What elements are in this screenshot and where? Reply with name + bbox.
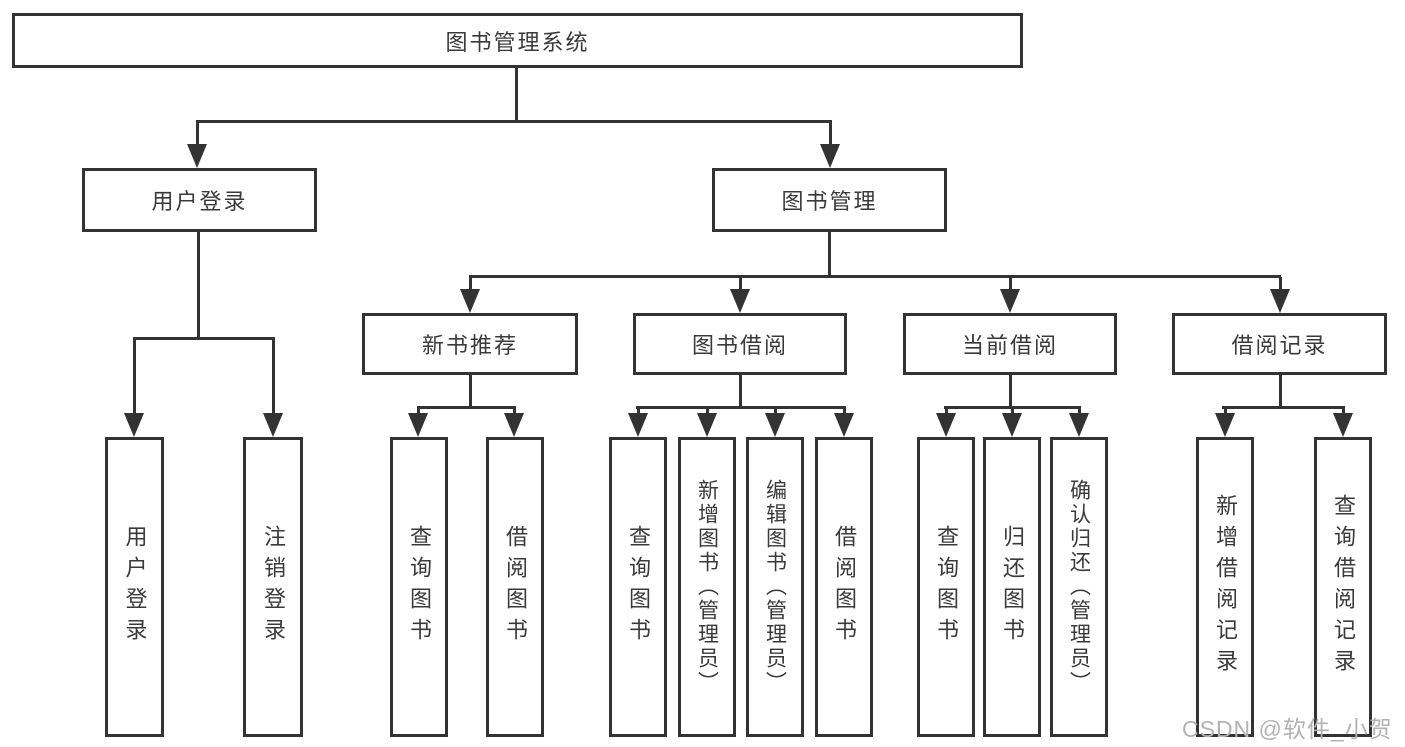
leaf-logout: 注销登录 <box>243 437 303 737</box>
arrowhead <box>936 413 956 437</box>
connector-line <box>272 339 275 415</box>
leaf-borrowing-edit-admin: 编辑图书（管理员） <box>746 437 804 737</box>
leaf-label: 新增图书（管理员） <box>695 479 719 695</box>
leaf-label: 归还图书 <box>1000 525 1025 649</box>
connector-line <box>1078 408 1081 415</box>
leaf-label: 用户登录 <box>122 525 148 649</box>
leaf-borrowing-add-admin: 新增图书（管理员） <box>678 437 736 737</box>
arrowhead <box>1270 289 1290 313</box>
node-user-login: 用户登录 <box>82 168 317 232</box>
arrowhead <box>187 144 207 168</box>
leaf-label: 查询借阅记录 <box>1331 494 1356 680</box>
connector-line <box>944 406 1081 409</box>
connector-line <box>636 406 846 409</box>
leaf-borrowing-borrow: 借阅图书 <box>815 437 873 737</box>
leaf-records-query: 查询借阅记录 <box>1314 437 1372 737</box>
leaf-newbooks-query: 查询图书 <box>390 437 448 737</box>
connector-line <box>1009 277 1012 291</box>
connector-line <box>1009 375 1012 409</box>
connector-line <box>843 408 846 415</box>
connector-line <box>1222 406 1345 409</box>
arrowhead <box>408 413 428 437</box>
node-new-book-recommendation: 新书推荐 <box>362 313 578 375</box>
connector-line <box>1011 408 1014 415</box>
connector-line <box>945 408 948 415</box>
leaf-label: 查询图书 <box>934 525 959 649</box>
connector-line <box>739 375 742 409</box>
arrowhead <box>1002 413 1022 437</box>
connector-line <box>469 277 472 291</box>
connector-line <box>417 406 516 409</box>
leaf-newbooks-borrow: 借阅图书 <box>486 437 544 737</box>
connector-line <box>417 408 420 415</box>
connector-line <box>197 232 200 340</box>
arrowhead <box>628 413 648 437</box>
arrowhead <box>460 289 480 313</box>
node-root: 图书管理系统 <box>12 13 1023 68</box>
arrowhead <box>730 289 750 313</box>
arrowhead <box>124 413 144 437</box>
connector-line <box>1224 408 1227 415</box>
arrowhead <box>765 413 785 437</box>
leaf-current-query: 查询图书 <box>917 437 975 737</box>
leaf-label: 借阅图书 <box>832 525 857 649</box>
arrowhead <box>504 413 524 437</box>
leaf-label: 编辑图书（管理员） <box>763 479 787 695</box>
connector-line <box>739 277 742 291</box>
leaf-label: 借阅图书 <box>503 525 528 649</box>
connector-line <box>637 408 640 415</box>
connector-line <box>469 275 1281 278</box>
leaf-current-return: 归还图书 <box>983 437 1041 737</box>
connector-line <box>1342 408 1345 415</box>
arrowhead <box>834 413 854 437</box>
connector-line <box>829 122 832 146</box>
leaf-current-confirm-admin: 确认归还（管理员） <box>1050 437 1108 737</box>
node-current-borrowing: 当前借阅 <box>903 313 1117 375</box>
connector-line <box>196 122 199 146</box>
leaf-label: 查询图书 <box>407 525 432 649</box>
arrowhead <box>820 144 840 168</box>
arrowhead <box>1215 413 1235 437</box>
connector-line <box>513 408 516 415</box>
connector-line <box>1279 277 1282 291</box>
leaf-label: 查询图书 <box>626 525 651 649</box>
connector-line <box>774 408 777 415</box>
arrowhead <box>1333 413 1353 437</box>
connector-line <box>133 337 275 340</box>
connector-line <box>196 120 832 123</box>
arrowhead <box>1000 289 1020 313</box>
node-borrow-records: 借阅记录 <box>1172 313 1387 375</box>
arrowhead <box>1069 413 1089 437</box>
arrowhead <box>263 413 283 437</box>
leaf-label: 确认归还（管理员） <box>1067 479 1091 695</box>
leaf-label: 新增借阅记录 <box>1213 494 1238 680</box>
leaf-label: 注销登录 <box>261 525 286 649</box>
connector-line <box>133 339 136 415</box>
connector-line <box>828 232 831 278</box>
connector-line <box>469 375 472 409</box>
leaf-user-login: 用户登录 <box>105 437 164 737</box>
arrowhead <box>697 413 717 437</box>
leaf-borrowing-query: 查询图书 <box>609 437 667 737</box>
watermark: CSDN @软件_小贺同学 <box>1182 716 1393 742</box>
connector-line <box>1279 375 1282 409</box>
connector-line <box>706 408 709 415</box>
node-book-borrowing: 图书借阅 <box>633 313 847 375</box>
connector-line <box>515 68 518 122</box>
leaf-records-add: 新增借阅记录 <box>1196 437 1254 737</box>
node-book-management: 图书管理 <box>712 168 947 232</box>
